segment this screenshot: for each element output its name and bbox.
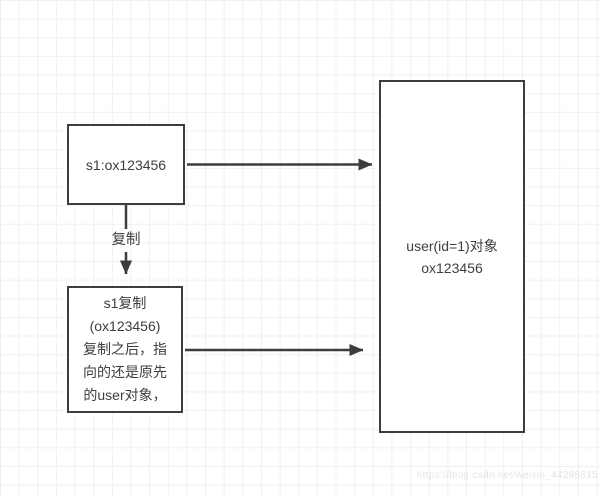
copy-edge-label: 复制 bbox=[111, 232, 141, 248]
watermark-url: https://blog.csdn.net/weixin_44298615 bbox=[416, 470, 598, 481]
user-object-box: user(id=1)对象 ox123456 bbox=[379, 80, 525, 433]
s1-box: s1:ox123456 bbox=[67, 124, 185, 205]
user-object-box-label: user(id=1)对象 ox123456 bbox=[406, 237, 498, 276]
s1-copy-box: s1复制 (ox123456) 复制之后，指 向的还是原先 的user对象， bbox=[67, 286, 183, 413]
s1-box-label: s1:ox123456 bbox=[85, 156, 167, 173]
s1-copy-box-label: s1复制 (ox123456) 复制之后，指 向的还是原先 的user对象， bbox=[83, 295, 167, 403]
